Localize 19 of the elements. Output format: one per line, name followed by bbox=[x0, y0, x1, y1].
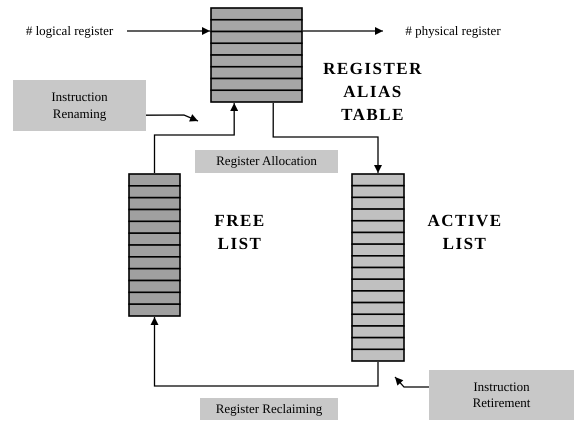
arrow bbox=[272, 103, 382, 173]
process-box: Register Allocation bbox=[195, 150, 338, 173]
arrow bbox=[150, 317, 379, 387]
register-table bbox=[128, 173, 181, 317]
process-box: Instruction Retirement bbox=[429, 370, 574, 420]
process-box: Register Reclaiming bbox=[200, 398, 338, 420]
register-table bbox=[351, 173, 405, 362]
table-title: FREE LIST bbox=[213, 210, 267, 255]
arrow bbox=[303, 27, 383, 35]
arrow bbox=[394, 376, 429, 388]
register-table bbox=[210, 7, 303, 103]
label-text: # physical register bbox=[383, 22, 523, 40]
arrow bbox=[146, 114, 198, 122]
arrow bbox=[154, 103, 238, 173]
arrow bbox=[127, 27, 210, 35]
process-box: Instruction Renaming bbox=[13, 80, 146, 131]
table-title: ACTIVE LIST bbox=[426, 210, 504, 255]
label-text: # logical register bbox=[12, 22, 127, 40]
table-title: REGISTER ALIAS TABLE bbox=[322, 58, 424, 126]
